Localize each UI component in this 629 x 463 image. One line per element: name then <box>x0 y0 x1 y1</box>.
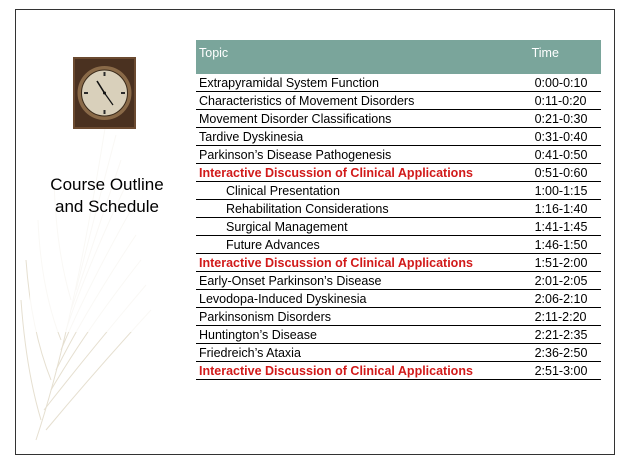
topic-cell: Interactive Discussion of Clinical Appli… <box>196 253 526 272</box>
time-cell: 1:16-1:40 <box>525 199 601 218</box>
topic-cell: Interactive Discussion of Clinical Appli… <box>196 361 526 380</box>
time-cell: 0:31-0:40 <box>525 127 601 146</box>
time-column-header: Time <box>525 40 601 74</box>
time-cell: 1:41-1:45 <box>525 217 601 236</box>
time-cell: 0:00-0:10 <box>525 74 601 92</box>
table-header-row: Topic Time <box>196 40 601 74</box>
time-cell: 0:51-0:60 <box>525 163 601 182</box>
topic-cell: Friedreich’s Ataxia <box>196 343 526 362</box>
slide-title-line-2: and Schedule <box>55 197 159 216</box>
time-cell: 0:21-0:30 <box>525 109 601 128</box>
schedule-table: Topic Time Extrapyramidal System Functio… <box>196 40 601 380</box>
topic-cell: Parkinsonism Disorders <box>196 307 526 326</box>
topic-cell: Levodopa-Induced Dyskinesia <box>196 289 526 308</box>
time-cell: 2:36-2:50 <box>525 343 601 362</box>
topic-cell: Future Advances <box>196 235 526 254</box>
slide: Course Outline and Schedule Topic Time E… <box>15 9 615 455</box>
time-cell: 2:06-2:10 <box>525 289 601 308</box>
time-cell: 1:46-1:50 <box>525 235 601 254</box>
table-row: Interactive Discussion of Clinical Appli… <box>196 253 601 272</box>
antique-clock-image <box>73 57 136 129</box>
topic-column-header: Topic <box>196 40 526 74</box>
time-cell: 2:51-3:00 <box>525 361 601 380</box>
time-cell: 0:11-0:20 <box>525 91 601 110</box>
topic-cell: Movement Disorder Classifications <box>196 109 526 128</box>
topic-cell: Characteristics of Movement Disorders <box>196 91 526 110</box>
slide-title: Course Outline and Schedule <box>30 174 184 218</box>
topic-cell: Interactive Discussion of Clinical Appli… <box>196 163 526 182</box>
time-cell: 0:41-0:50 <box>525 145 601 164</box>
topic-cell: Huntington’s Disease <box>196 325 526 344</box>
time-cell: 1:00-1:15 <box>525 181 601 200</box>
topic-cell: Parkinson’s Disease Pathogenesis <box>196 145 526 164</box>
slide-title-line-1: Course Outline <box>50 175 164 194</box>
topic-cell: Tardive Dyskinesia <box>196 127 526 146</box>
table-row: Interactive Discussion of Clinical Appli… <box>196 163 601 182</box>
topic-cell: Early-Onset Parkinson’s Disease <box>196 271 526 290</box>
topic-cell: Surgical Management <box>196 217 526 236</box>
topic-cell: Rehabilitation Considerations <box>196 199 526 218</box>
time-cell: 2:01-2:05 <box>525 271 601 290</box>
topic-cell: Extrapyramidal System Function <box>196 74 526 92</box>
time-cell: 1:51-2:00 <box>525 253 601 272</box>
table-row: Interactive Discussion of Clinical Appli… <box>196 361 601 380</box>
time-cell: 2:21-2:35 <box>525 325 601 344</box>
topic-cell: Clinical Presentation <box>196 181 526 200</box>
time-cell: 2:11-2:20 <box>525 307 601 326</box>
